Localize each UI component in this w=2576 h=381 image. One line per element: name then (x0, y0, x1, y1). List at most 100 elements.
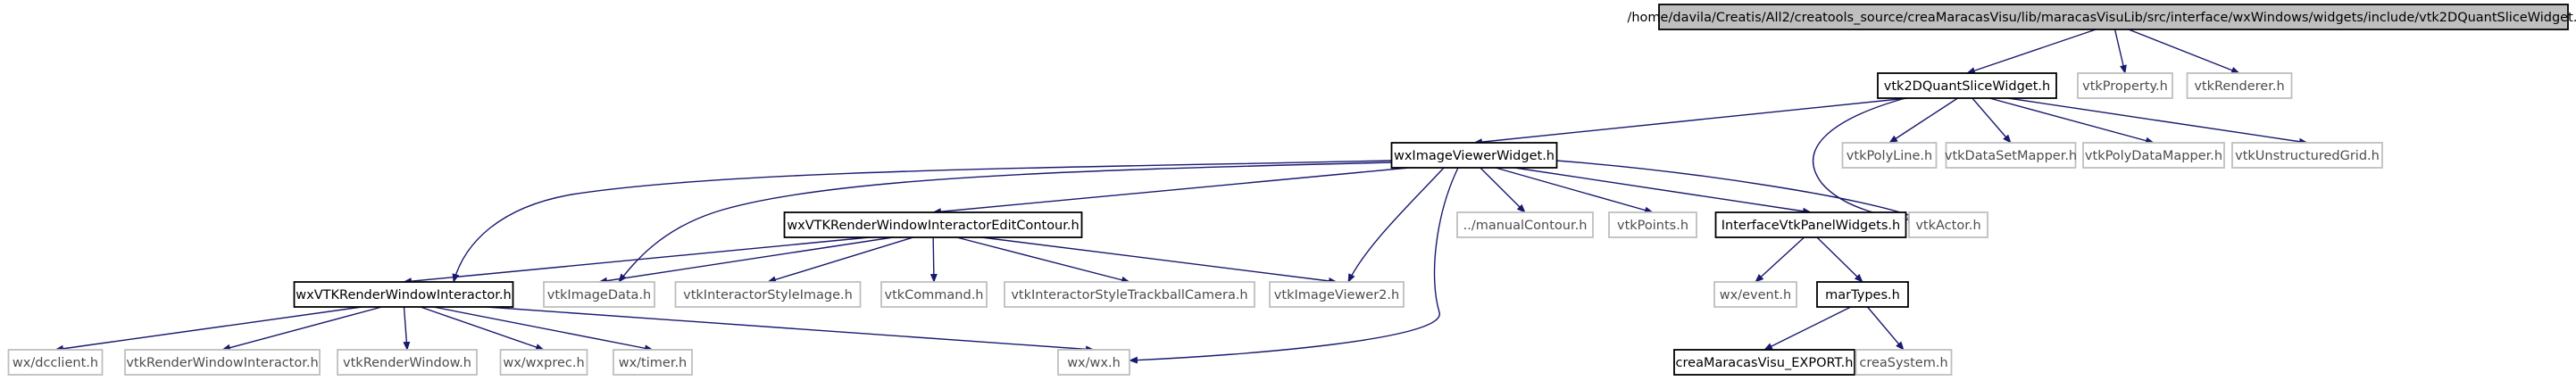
node-box-vtkPolyDataMapper (2082, 142, 2225, 169)
node-vtkInteractorStyleImage: vtkInteractorStyleImage.h (674, 281, 862, 308)
edge-wxVTKEditContour-to-vtkImageViewer2 (981, 236, 1338, 285)
node-box-vtk2d (1877, 72, 2057, 99)
node-label-vtkActor: vtkActor.h (1915, 219, 1980, 233)
node-interfaceVtk[interactable]: InterfaceVtkPanelWidgets.h (1714, 211, 1907, 238)
node-box-vtkCommand (880, 281, 988, 308)
node-manualContour: ../manualContour.h (1456, 211, 1594, 238)
node-label-root: /home/davila/Creatis/All2/creatools_sour… (1627, 11, 2576, 25)
node-label-vtkPolyLine: vtkPolyLine.h (1847, 149, 1932, 163)
edge-root-to-vtkRenderer (2128, 29, 2240, 74)
edge-wxImageViewer-to-vtkImageViewer2 (1347, 167, 1445, 283)
node-label-vtkRW: vtkRenderWindow.h (343, 356, 471, 370)
node-box-vtkDataSetMapper (1945, 142, 2077, 169)
node-box-wxImageViewer (1390, 142, 1558, 169)
node-label-creaExport: creaMaracasVisu_EXPORT.h (1676, 356, 1854, 370)
node-box-marTypes (1816, 281, 1909, 308)
node-box-manualContour (1456, 211, 1594, 238)
node-wxWx: wx/wx.h (1057, 349, 1130, 376)
node-vtkUnstructuredGrid: vtkUnstructuredGrid.h (2231, 142, 2383, 169)
node-label-vtkCommand: vtkCommand.h (885, 288, 984, 302)
node-label-vtkProperty: vtkProperty.h (2082, 79, 2168, 94)
node-vtkDataSetMapper: vtkDataSetMapper.h (1945, 142, 2077, 169)
node-vtkPolyDataMapper: vtkPolyDataMapper.h (2082, 142, 2225, 169)
node-box-creaExport (1673, 349, 1855, 376)
edge-marTypes-to-creaExport (1763, 306, 1852, 351)
node-vtkRenderer: vtkRenderer.h (2186, 72, 2293, 99)
node-label-manualContour: ../manualContour.h (1463, 219, 1588, 233)
node-box-wxVTKEditContour (783, 211, 1083, 238)
node-box-vtkImageData (543, 281, 655, 308)
edge-vtk2d-to-wxImageViewer (1473, 97, 1908, 146)
edge-wxVTKRWI-to-vtkRW (403, 306, 411, 351)
node-box-vtkISTC (1004, 281, 1255, 308)
node-wxImageViewer[interactable]: wxImageViewerWidget.h (1390, 142, 1558, 169)
node-label-wxDcclient: wx/dcclient.h (13, 356, 98, 370)
edge-wxVTKEditContour-to-vtkCommand (930, 236, 938, 283)
node-label-vtkRenderer: vtkRenderer.h (2194, 79, 2284, 94)
node-box-wxVTKRWI (293, 281, 514, 308)
node-vtkRW: vtkRenderWindow.h (337, 349, 478, 376)
node-box-vtkUnstructuredGrid (2231, 142, 2383, 169)
node-label-interfaceVtk: InterfaceVtkPanelWidgets.h (1722, 219, 1900, 233)
node-label-vtkUnstructuredGrid: vtkUnstructuredGrid.h (2235, 149, 2380, 163)
node-box-wxWxprec (499, 349, 588, 376)
node-wxVTKRWI[interactable]: wxVTKRenderWindowInteractor.h (293, 281, 514, 308)
node-box-vtkImageViewer2 (1269, 281, 1405, 308)
node-creaExport[interactable]: creaMaracasVisu_EXPORT.h (1673, 349, 1855, 376)
node-vtkImageViewer2: vtkImageViewer2.h (1269, 281, 1405, 308)
node-label-vtkImageViewer2: vtkImageViewer2.h (1274, 288, 1399, 302)
edge-wxImageViewer-to-vtkImageData (618, 162, 1393, 283)
node-vtkRWI: vtkRenderWindowInteractor.h (124, 349, 321, 376)
node-label-wxVTKRWI: wxVTKRenderWindowInteractor.h (296, 288, 511, 302)
edge-wxVTKEditContour-to-vtkISTC (956, 236, 1130, 284)
edge-wxImageViewer-to-wxWx (1129, 167, 1459, 364)
node-box-vtkPolyLine (1841, 142, 1938, 169)
node-label-vtkPoints: vtkPoints.h (1617, 219, 1688, 233)
edge-wxImageViewer-to-vtkPoints (1495, 167, 1654, 214)
edge-wxImageViewer-to-interfaceVtk (1514, 167, 1812, 215)
node-box-interfaceVtk (1714, 211, 1907, 238)
node-box-creaSystem (1855, 349, 1953, 376)
node-label-wxWxprec: wx/wxprec.h (503, 356, 584, 370)
edge-vtk2d-to-vtkPolyLine (1888, 97, 1958, 144)
node-vtkPoints: vtkPoints.h (1608, 211, 1697, 238)
node-label-vtk2d: vtk2DQuantSliceWidget.h (1884, 79, 2050, 94)
node-label-creaSystem: creaSystem.h (1859, 356, 1947, 370)
node-label-wxTimer: wx/timer.h (619, 356, 688, 370)
node-label-vtkDataSetMapper: vtkDataSetMapper.h (1945, 149, 2077, 163)
edge-wxVTKRWI-to-wxTimer (433, 306, 654, 352)
edge-wxVTKEditContour-to-vtkImageData (598, 236, 894, 285)
node-wxWxprec: wx/wxprec.h (499, 349, 588, 376)
node-label-wxEvent: wx/event.h (1720, 288, 1791, 302)
node-label-vtkPolyDataMapper: vtkPolyDataMapper.h (2085, 149, 2222, 163)
node-vtkISTC: vtkInteractorStyleTrackballCamera.h (1004, 281, 1255, 308)
node-vtkImageData: vtkImageData.h (543, 281, 655, 308)
node-wxVTKEditContour[interactable]: wxVTKRenderWindowInteractorEditContour.h (783, 211, 1083, 238)
edge-vtk2d-to-vtkPolyDataMapper (1988, 97, 2155, 145)
node-label-wxVTKEditContour: wxVTKRenderWindowInteractorEditContour.h (787, 219, 1079, 233)
node-vtkPolyLine: vtkPolyLine.h (1841, 142, 1938, 169)
node-label-vtkISTC: vtkInteractorStyleTrackballCamera.h (1011, 288, 1247, 302)
edge-vtk2d-to-vtkDataSetMapper (1972, 97, 2012, 144)
node-label-wxWx: wx/wx.h (1067, 356, 1121, 370)
node-box-vtkPoints (1608, 211, 1697, 238)
node-box-wxTimer (613, 349, 693, 376)
node-marTypes[interactable]: marTypes.h (1816, 281, 1909, 308)
node-vtkActor: vtkActor.h (1908, 211, 1988, 238)
edge-wxVTKRWI-to-wxDcclient (54, 306, 363, 352)
node-vtk2d[interactable]: vtk2DQuantSliceWidget.h (1877, 72, 2057, 99)
edge-marTypes-to-creaSystem (1866, 306, 1905, 351)
edge-wxImageViewer-to-manualContour (1480, 167, 1526, 213)
node-wxTimer: wx/timer.h (613, 349, 693, 376)
edge-wxImageViewer-to-vtkActor (1555, 160, 1917, 219)
edge-wxVTKEditContour-to-wxVTKRWI (403, 236, 870, 286)
edge-interfaceVtk-to-marTypes (1816, 236, 1863, 283)
edge-root-to-vtk2d (1966, 29, 2097, 74)
edges-layer (54, 29, 2308, 364)
node-box-wxWx (1057, 349, 1130, 376)
node-label-vtkRWI: vtkRenderWindowInteractor.h (126, 356, 318, 370)
node-box-vtkProperty (2077, 72, 2173, 99)
edge-wxVTKRWI-to-wxWx (486, 306, 1095, 353)
node-box-root (1658, 4, 2569, 30)
